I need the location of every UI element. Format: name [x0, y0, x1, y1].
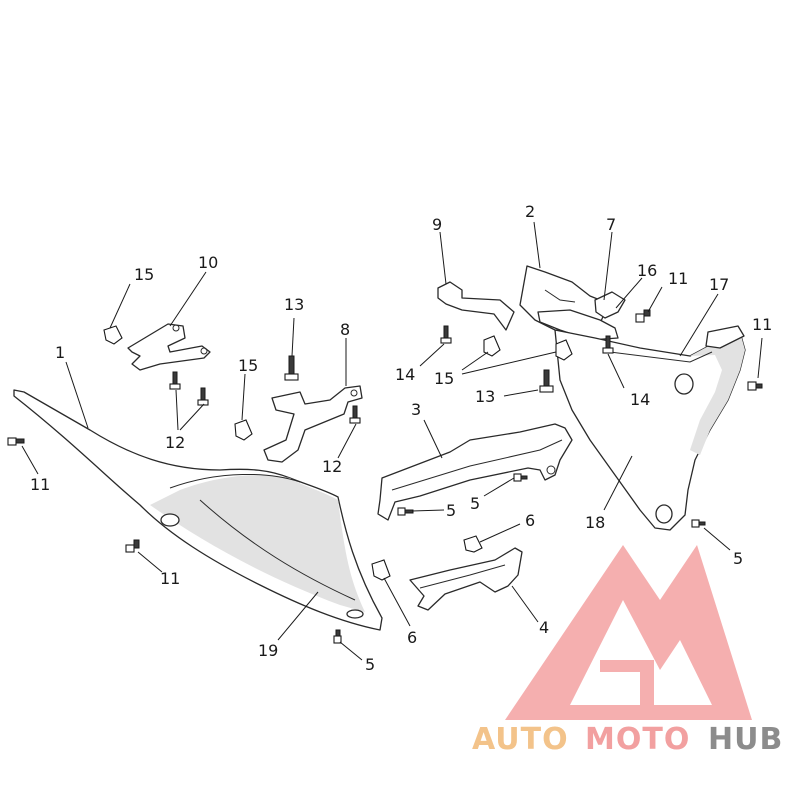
- callout-3: 3: [411, 400, 421, 419]
- callout-11-a: 11: [30, 475, 50, 494]
- long-bracket-3: [377, 423, 573, 521]
- bracket-10-hole: [172, 324, 180, 332]
- part-9-bracket: [437, 281, 515, 331]
- bracket-8: [263, 385, 363, 463]
- bracket-17: [705, 325, 745, 349]
- part-1-19-lower-fairing: [13, 389, 383, 631]
- bracket-7: [594, 291, 626, 319]
- callout-1: 1: [55, 343, 65, 362]
- callout-12-a: 12: [165, 433, 185, 452]
- logo-triangle-mark: [505, 545, 752, 720]
- clip-15-d: [555, 339, 573, 361]
- automotohub-logo: [505, 545, 752, 720]
- screw-14-a: [440, 325, 452, 344]
- callout-15-a: 15: [134, 265, 154, 284]
- guard-4-edge: [419, 564, 506, 589]
- bracket-8-hole: [350, 389, 358, 397]
- callout-10: 10: [198, 253, 218, 272]
- clip-6-a: [463, 535, 483, 553]
- callout-7: 7: [606, 215, 616, 234]
- screw-5-d: [333, 629, 342, 644]
- cover-upper-edge: [609, 351, 713, 363]
- clip-15-c: [483, 335, 501, 357]
- part-8-bracket: [263, 385, 363, 463]
- bolt-12-a: [169, 371, 181, 390]
- callout-6-a: 6: [525, 511, 535, 530]
- callout-6-b: 6: [407, 628, 417, 647]
- callout-11-c: 11: [668, 269, 688, 288]
- clip-15-b: [234, 419, 253, 441]
- leader-lines: [21, 221, 763, 661]
- callout-9: 9: [432, 215, 442, 234]
- callout-18: 18: [585, 513, 605, 532]
- screw-11-a: [7, 437, 25, 446]
- part-4-lower-guard: [409, 547, 523, 611]
- callout-17: 17: [709, 275, 729, 294]
- callout-16: 16: [637, 261, 657, 280]
- callout-4: 4: [539, 618, 549, 637]
- lower-guard-4: [409, 547, 523, 611]
- clip-15-a: [103, 325, 123, 345]
- brand-wordmark: AUTO MOTO HUB: [472, 722, 783, 757]
- brand-moto: MOTO: [585, 722, 690, 757]
- part-3-long-bracket: [377, 423, 573, 521]
- mount-2-detail: [544, 289, 576, 303]
- callout-5-b: 5: [470, 494, 480, 513]
- brand-hub: HUB: [708, 722, 783, 757]
- bolt-12-c: [349, 405, 361, 424]
- fairing-mount-hole: [160, 513, 180, 527]
- callout-11-b: 11: [160, 569, 180, 588]
- callout-5-a: 5: [446, 501, 456, 520]
- bracket-3-edge: [391, 439, 563, 491]
- screw-5-a: [397, 507, 414, 516]
- brand-auto: AUTO: [472, 722, 569, 757]
- bracket-16: [537, 309, 619, 341]
- callout-15-b: 15: [238, 356, 258, 375]
- bracket-9: [437, 281, 515, 331]
- callout-19: 19: [258, 641, 278, 660]
- side-cover-18: [554, 329, 746, 531]
- part-7-16-brackets: [537, 291, 626, 341]
- screw-5-c: [691, 519, 706, 528]
- callout-numbers: 1 2 3 4 5 5 5 5 6 6 7 8 9 10 11 11 11 11…: [30, 202, 772, 674]
- bolt-13-b: [539, 369, 554, 393]
- callout-14-a: 14: [395, 365, 415, 384]
- callout-8: 8: [340, 320, 350, 339]
- fairing-ridge: [199, 499, 356, 601]
- callout-13-a: 13: [284, 295, 304, 314]
- callout-13-b: 13: [475, 387, 495, 406]
- cover-hole-lower: [655, 504, 673, 524]
- fairing-rear-tab: [346, 609, 364, 619]
- side-cover-shadow: [690, 332, 745, 455]
- fairing-crease: [169, 474, 301, 489]
- screw-11-c: [635, 309, 651, 323]
- callout-2: 2: [525, 202, 535, 221]
- bracket-10-hole-2: [200, 347, 208, 355]
- callout-5-d: 5: [365, 655, 375, 674]
- screw-11-d: [747, 381, 763, 391]
- bracket-3-hole: [546, 465, 556, 475]
- callout-11-d: 11: [752, 315, 772, 334]
- part-10-bracket: [127, 323, 211, 371]
- clip-6-b: [371, 559, 391, 581]
- bolt-12-b: [197, 387, 209, 406]
- callout-15-c: 15: [434, 369, 454, 388]
- screw-14-b: [602, 335, 614, 354]
- bolt-13-a: [284, 355, 299, 381]
- fasteners: [7, 309, 763, 644]
- screw-5-b: [513, 473, 528, 482]
- callout-12-b: 12: [322, 457, 342, 476]
- callout-5-c: 5: [733, 549, 743, 568]
- screw-11-b: [125, 539, 140, 553]
- callout-14-b: 14: [630, 390, 650, 409]
- cover-hole-upper: [674, 373, 694, 395]
- bracket-10: [127, 323, 211, 371]
- part-18-side-cover: [554, 325, 746, 531]
